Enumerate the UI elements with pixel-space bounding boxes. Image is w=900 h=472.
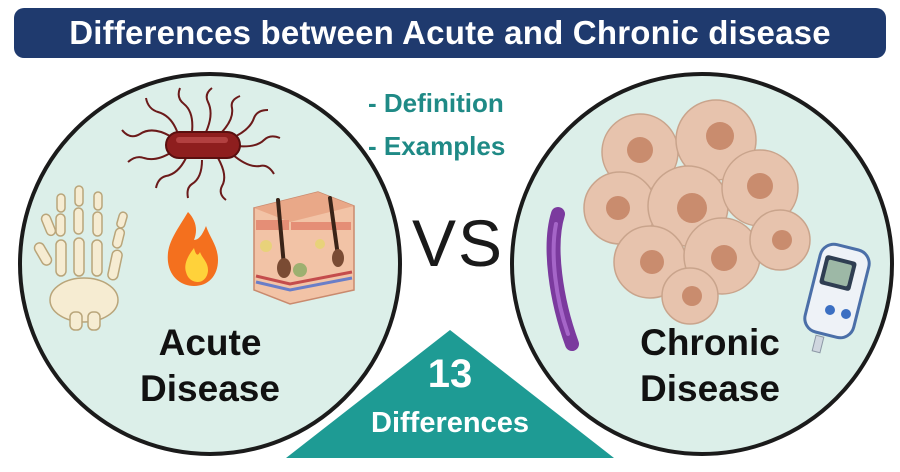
disease-word-right: Disease	[640, 368, 780, 409]
skin-tissue-icon	[253, 191, 355, 305]
glucose-meter-icon	[803, 242, 871, 354]
chronic-disease-label: Chronic Disease	[610, 320, 810, 412]
disease-word-left: Disease	[140, 368, 280, 409]
topic-definition: - Definition	[368, 88, 504, 118]
differences-badge	[286, 330, 614, 458]
badge-word: Differences	[371, 407, 529, 439]
rod-bacterium-icon	[546, 207, 579, 351]
hand-skeleton-icon	[33, 185, 128, 331]
bacterium-icon	[121, 87, 281, 201]
versus-text: VS	[411, 206, 505, 280]
acute-word: Acute	[158, 322, 262, 363]
acute-disease-label: Acute Disease	[120, 320, 300, 412]
title-banner: Differences between Acute and Chronic di…	[14, 8, 886, 58]
cell-cluster-icon	[583, 99, 811, 325]
topic-examples: - Examples	[368, 131, 506, 161]
flame-icon	[167, 212, 218, 286]
chronic-word: Chronic	[640, 322, 780, 363]
badge-number: 13	[427, 352, 473, 396]
page-title: Differences between Acute and Chronic di…	[69, 14, 831, 51]
